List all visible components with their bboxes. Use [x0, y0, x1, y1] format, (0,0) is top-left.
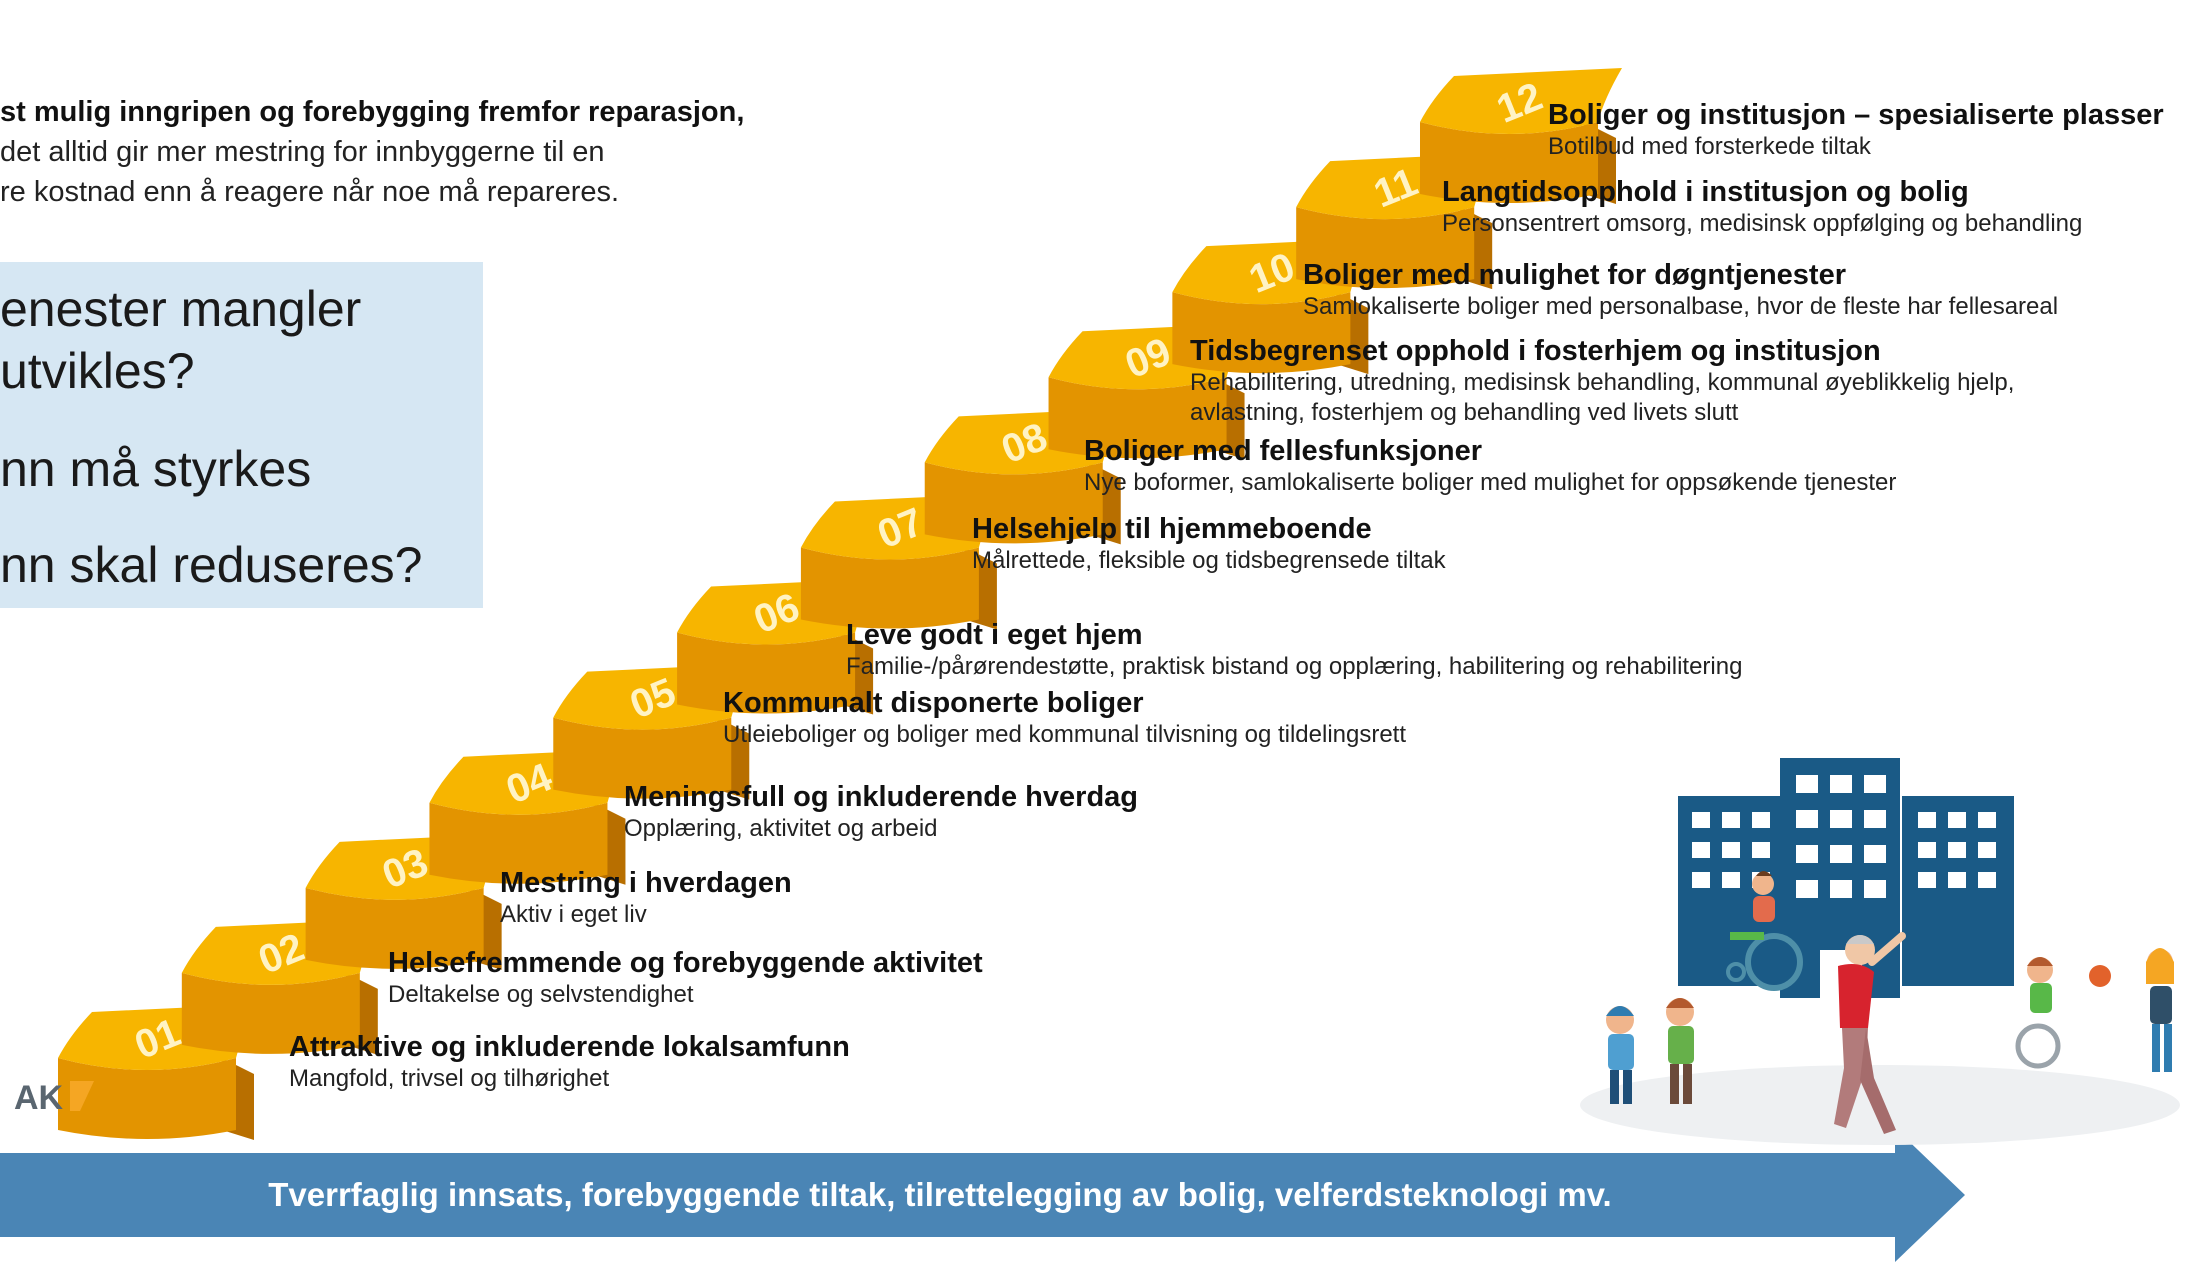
step-title: Mestring i hverdagen	[500, 867, 792, 899]
step-subtitle: Personsentrert omsorg, medisinsk oppfølg…	[1442, 210, 2083, 237]
child-left-icon	[1606, 1006, 1634, 1104]
step-subtitle: Aktiv i eget liv	[500, 901, 647, 928]
step-subtitle: Opplæring, aktivitet og arbeid	[624, 815, 938, 842]
step-subtitle: Rehabilitering, utredning, medisinsk beh…	[1190, 369, 2015, 396]
logo-mark	[70, 1081, 94, 1111]
step-title: Leve godt i eget hjem	[846, 619, 1143, 651]
step-front	[1048, 377, 1227, 459]
step-front	[429, 802, 608, 884]
step-subtitle: Mangfold, trivsel og tilhørighet	[289, 1065, 610, 1092]
step-subtitle: Familie-/pårørendestøtte, praktisk bista…	[846, 653, 1743, 680]
step-front	[1172, 292, 1351, 374]
ball-icon	[2089, 965, 2111, 987]
wheelchair-child-icon	[2015, 957, 2111, 1069]
step-title: Tidsbegrenset opphold i fosterhjem og in…	[1190, 335, 1881, 367]
step-top	[1420, 68, 1622, 134]
step-block-12: 12	[1420, 68, 1622, 204]
girl-icon	[2146, 948, 2174, 1072]
step-front	[553, 717, 732, 799]
step-title: Kommunalt disponerte boliger	[723, 687, 1144, 719]
people-building-illustration	[1580, 758, 2180, 1145]
question-line-4: nn skal reduseres?	[0, 537, 423, 593]
step-front	[1296, 207, 1475, 289]
step-block-03: 03	[305, 833, 508, 970]
building-icon	[1678, 758, 2014, 998]
step-front	[800, 547, 979, 629]
arrow-caption: Tverrfaglig innsats, forebyggende tiltak…	[268, 1176, 1612, 1213]
intro-line-1: st mulig inngripen og forebygging fremfo…	[0, 96, 745, 128]
step-subtitle: Botilbud med forsterkede tiltak	[1548, 133, 1871, 160]
step-title: Boliger med mulighet for døgntjenester	[1303, 259, 1846, 291]
step-subtitle: Nye boformer, samlokaliserte boliger med…	[1084, 469, 1897, 496]
child-right-icon	[1666, 998, 1694, 1104]
step-subtitle: Samlokaliserte boliger med personalbase,…	[1303, 293, 2059, 320]
question-box: enester mangler utvikles? nn må styrkes …	[0, 262, 483, 608]
step-label-12: Boliger og institusjon – spesialiserte p…	[1548, 98, 2164, 162]
step-label-09: Tidsbegrenset opphold i fosterhjem og in…	[1190, 334, 2014, 428]
step-block-02: 02	[181, 918, 384, 1055]
step-front	[924, 462, 1103, 544]
organization-logo: AK	[14, 1079, 94, 1117]
logo-lettering: AK	[14, 1079, 64, 1117]
question-line-1: enester mangler	[0, 281, 362, 337]
step-title: Helsefremmende og forebyggende aktivitet	[388, 947, 983, 979]
step-block-01: 01	[58, 1004, 260, 1140]
question-line-3: nn må styrkes	[0, 441, 312, 497]
step-front	[305, 887, 484, 969]
step-front	[1420, 122, 1598, 203]
step-title: Boliger og institusjon – spesialiserte p…	[1548, 99, 2164, 131]
step-front	[58, 1058, 236, 1139]
question-line-2: utvikles?	[0, 343, 195, 399]
stretching-person-icon	[1834, 932, 1906, 1134]
intro-line-2: det alltid gir mer mestring for innbygge…	[0, 136, 605, 168]
step-subtitle-continued: avlastning, fosterhjem og behandling ved…	[1190, 399, 1739, 426]
step-subtitle: Deltakelse og selvstendighet	[388, 981, 694, 1008]
intro-text: st mulig inngripen og forebygging fremfo…	[0, 92, 900, 212]
step-subtitle: Utleieboliger og boliger med kommunal ti…	[723, 721, 1407, 748]
step-subtitle: Målrettede, fleksible og tidsbegrensede …	[972, 547, 1446, 574]
step-front	[181, 972, 360, 1054]
step-title: Langtidsopphold i institusjon og bolig	[1442, 176, 1969, 208]
step-title: Attraktive og inkluderende lokalsamfunn	[289, 1031, 850, 1063]
step-title: Helsehjelp til hjemmeboende	[972, 513, 1372, 545]
step-title: Meningsfull og inkluderende hverdag	[624, 781, 1138, 813]
wheelchair-user-icon	[1726, 871, 1803, 991]
step-label-02: Helsefremmende og forebyggende aktivitet…	[388, 946, 983, 1010]
bottom-arrow	[0, 1128, 1965, 1262]
step-front	[677, 632, 856, 714]
step-title: Boliger med fellesfunksjoner	[1084, 435, 1483, 467]
intro-line-3: re kostnad enn å reagere når noe må repa…	[0, 176, 620, 208]
